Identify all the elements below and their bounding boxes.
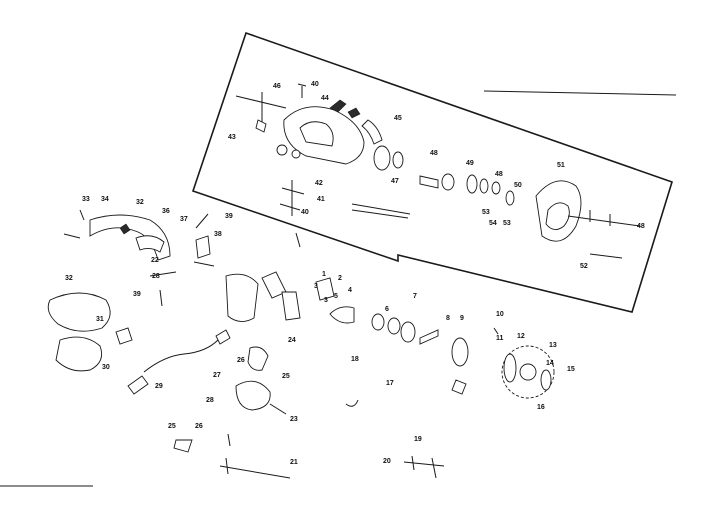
callout-22: 22 (151, 257, 159, 264)
callout-26: 26 (195, 423, 203, 430)
callout-42: 42 (315, 180, 323, 187)
callout-33: 33 (82, 196, 90, 203)
inset-connector (295, 232, 301, 248)
callout-2: 2 (338, 275, 342, 282)
callout-43: 43 (228, 134, 236, 141)
callout-11: 11 (496, 335, 504, 342)
callout-46: 46 (273, 83, 281, 90)
lower-guard-and-cord (47, 292, 231, 395)
blade-guard-assembly (63, 209, 177, 307)
callout-28: 28 (152, 273, 160, 280)
callout-51: 51 (557, 162, 565, 169)
callout-48: 48 (430, 150, 438, 157)
callout-53: 53 (482, 209, 490, 216)
callout-54: 54 (489, 220, 497, 227)
callout-47: 47 (391, 178, 399, 185)
callout-28: 28 (206, 397, 214, 404)
callout-5: 5 (334, 293, 338, 300)
callout-15: 15 (567, 366, 575, 373)
callout-25: 25 (168, 423, 176, 430)
spindle-group (315, 277, 469, 479)
callout-19: 19 (414, 436, 422, 443)
arbor-shaft-group (419, 173, 641, 259)
callout-labels: 1 2 3 3 4 5 6 7 8 9 10 11 12 13 14 15 16… (65, 81, 645, 466)
callout-4: 4 (348, 287, 352, 294)
callout-44: 44 (321, 95, 329, 102)
inset-leader-a (351, 203, 411, 215)
callout-48: 48 (495, 171, 503, 178)
saw-blade (493, 327, 555, 399)
callout-31: 31 (96, 316, 104, 323)
callout-39: 39 (133, 291, 141, 298)
motor-housing (276, 99, 404, 216)
callout-50: 50 (514, 182, 522, 189)
callout-6: 6 (385, 306, 389, 313)
callout-1: 1 (322, 271, 326, 278)
handle-assembly (235, 83, 307, 133)
callout-52: 52 (580, 263, 588, 270)
callout-21: 21 (290, 459, 298, 466)
base-and-handle-parts (173, 271, 301, 479)
callout-13: 13 (549, 342, 557, 349)
callout-14: 14 (546, 360, 554, 367)
callout-27: 27 (213, 372, 221, 379)
callout-7: 7 (413, 293, 417, 300)
callout-36: 36 (162, 208, 170, 215)
callout-16: 16 (537, 404, 545, 411)
inset-leader-b (351, 209, 409, 219)
callout-29: 29 (155, 383, 163, 390)
callout-18: 18 (351, 356, 359, 363)
callout-26: 26 (237, 357, 245, 364)
callout-24: 24 (288, 337, 296, 344)
callout-37: 37 (180, 216, 188, 223)
callout-3: 3 (314, 283, 318, 290)
callout-25: 25 (282, 373, 290, 380)
inset-frame (191, 31, 673, 313)
callout-40: 40 (311, 81, 319, 88)
callout-8: 8 (446, 315, 450, 322)
fence-bracket (193, 213, 215, 267)
callout-48: 48 (637, 223, 645, 230)
callout-20: 20 (383, 458, 391, 465)
callout-12: 12 (517, 333, 525, 340)
callout-39: 39 (225, 213, 233, 220)
callout-41: 41 (317, 196, 325, 203)
callout-49: 49 (466, 160, 474, 167)
callout-45: 45 (394, 115, 402, 122)
callout-9: 9 (460, 315, 464, 322)
callout-3: 3 (324, 297, 328, 304)
callout-40: 40 (301, 209, 309, 216)
callout-34: 34 (101, 196, 109, 203)
callout-32: 32 (65, 275, 73, 282)
callout-38: 38 (214, 231, 222, 238)
callout-30: 30 (102, 364, 110, 371)
callout-53: 53 (503, 220, 511, 227)
callout-23: 23 (290, 416, 298, 423)
callout-32: 32 (136, 199, 144, 206)
callout-17: 17 (386, 380, 394, 387)
callout-10: 10 (496, 311, 504, 318)
reference-line-top (483, 90, 677, 96)
